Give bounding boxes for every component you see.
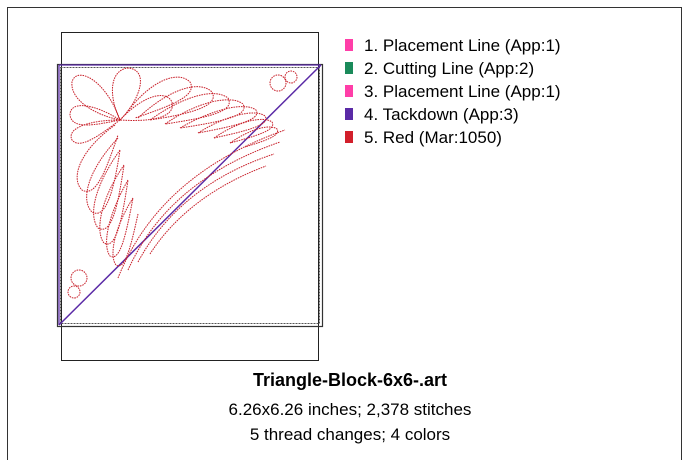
preview-frame xyxy=(7,7,682,460)
hoop-outline xyxy=(61,32,319,361)
thread-swatch xyxy=(345,85,353,97)
legend-label: 1. Placement Line (App:1) xyxy=(364,36,561,55)
thread-swatch xyxy=(345,62,353,74)
legend-label: 4. Tackdown (App:3) xyxy=(364,105,519,124)
legend-label: 3. Placement Line (App:1) xyxy=(364,82,561,101)
thread-swatch xyxy=(345,39,353,51)
thread-swatch xyxy=(345,108,353,120)
legend-label: 5. Red (Mar:1050) xyxy=(364,128,502,147)
block-square-inner xyxy=(60,67,320,324)
feather-motif xyxy=(67,67,298,299)
legend-label: 2. Cutting Line (App:2) xyxy=(364,59,535,78)
design-file-name: Triangle-Block-6x6-.art xyxy=(252,370,448,390)
design-dimensions: 6.26x6.26 inches; 2,378 stitches xyxy=(228,400,472,419)
thread-swatch xyxy=(345,131,353,143)
thread-change-summary: 5 thread changes; 4 colors xyxy=(249,425,451,444)
tackdown-diagonal xyxy=(58,64,322,326)
